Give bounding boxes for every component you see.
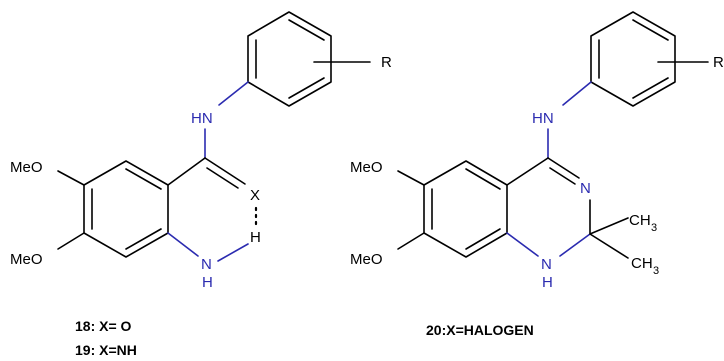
left-h-label: H bbox=[250, 229, 261, 246]
left-nh-n-label: N bbox=[201, 256, 212, 273]
left-x-label: X bbox=[250, 187, 260, 204]
right-c2-n1-bond bbox=[559, 233, 591, 257]
left-ome-bottom-label: MeO bbox=[10, 251, 43, 268]
left-ome-bottom-bond bbox=[57, 232, 85, 250]
right-methyl-2-label: CH bbox=[631, 255, 653, 272]
caption-compound-18: 18: X= O bbox=[75, 318, 132, 334]
right-n-phenyl-bond bbox=[562, 81, 592, 106]
left-phenyl-ring bbox=[247, 11, 332, 107]
right-methyl-1-sub: 3 bbox=[651, 222, 657, 234]
right-c4-n3-double bbox=[549, 167, 576, 185]
right-ome-bottom-bond bbox=[397, 232, 425, 250]
left-benzo-ring bbox=[83, 160, 169, 258]
right-hn-label: HN bbox=[532, 110, 554, 127]
left-nh-h-label: H bbox=[202, 274, 213, 291]
structure-20: R HN N N H CH 3 CH 3 MeO MeO bbox=[350, 11, 724, 291]
left-ome-top-bond bbox=[57, 170, 85, 186]
right-c4-n3-bond bbox=[547, 157, 580, 179]
right-ome-bottom-label: MeO bbox=[350, 251, 383, 268]
caption-compound-19: 19: X=NH bbox=[75, 342, 137, 358]
left-r-label: R bbox=[381, 54, 392, 71]
right-phenyl-ring bbox=[590, 11, 676, 107]
left-c-ring-bond bbox=[167, 157, 206, 186]
right-benzo-ring bbox=[423, 160, 508, 258]
right-nh-h-label: H bbox=[542, 274, 553, 291]
right-methyl-1-bond bbox=[589, 217, 629, 235]
left-n-phenyl-bond bbox=[218, 81, 249, 106]
structure-18-19: R HN X H N H MeO MeO bbox=[10, 11, 392, 291]
right-methyl-2-sub: 3 bbox=[653, 265, 659, 277]
left-n-h-bond bbox=[217, 243, 249, 262]
caption-compound-20: 20:X=HALOGEN bbox=[426, 322, 534, 338]
left-c-x-bond bbox=[204, 157, 246, 185]
right-ome-top-label: MeO bbox=[350, 159, 383, 176]
right-methyl-2-bond bbox=[589, 233, 629, 259]
left-hn-label: HN bbox=[191, 110, 213, 127]
left-ome-top-label: MeO bbox=[10, 159, 43, 176]
left-c-x-double bbox=[206, 167, 239, 189]
right-ome-top-bond bbox=[397, 170, 425, 186]
right-ring-n-label: N bbox=[580, 180, 591, 197]
right-nh-n-label: N bbox=[541, 256, 552, 273]
left-ring-nh-bond bbox=[167, 232, 199, 257]
right-ring-nh-bond bbox=[506, 232, 539, 257]
right-methyl-1-label: CH bbox=[629, 212, 651, 229]
right-r-label: R bbox=[713, 54, 724, 71]
right-c4-c4a-bond bbox=[506, 157, 549, 186]
